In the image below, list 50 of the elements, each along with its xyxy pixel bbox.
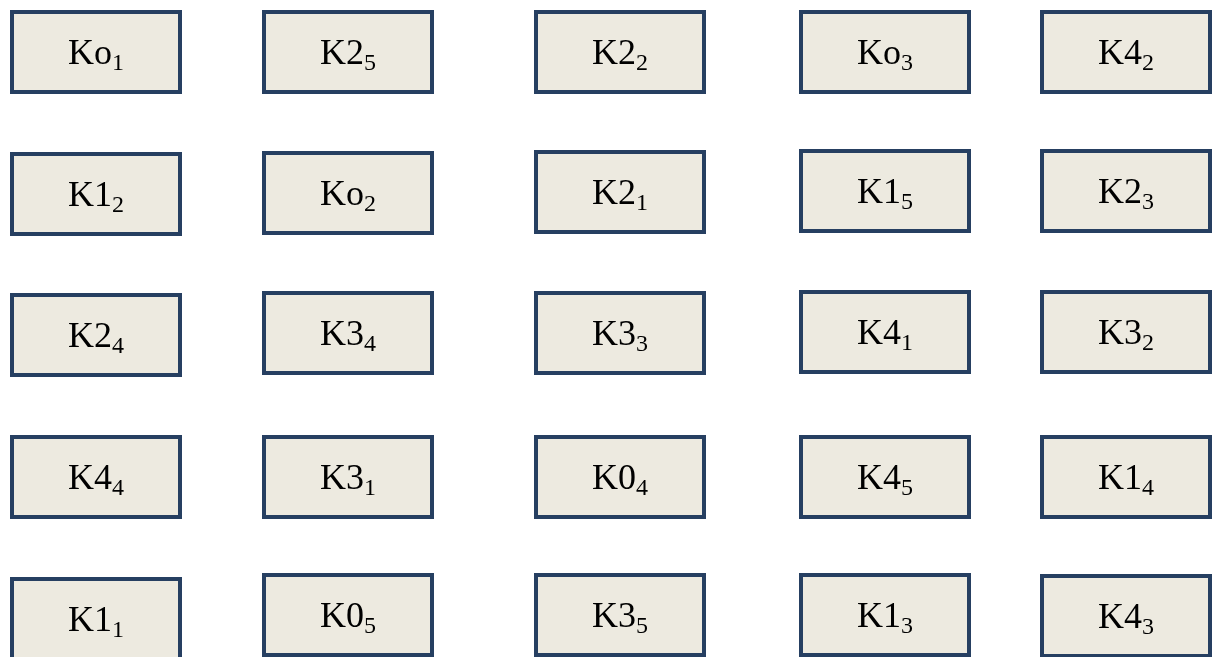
label-box [262,151,434,235]
box-label: K2$_{1}$ [592,174,648,210]
box-label: K3$_{3}$ [592,315,648,351]
box-label: K2$_{4}$ [68,317,124,353]
label-box [262,10,434,94]
box-label: K3$_{1}$ [320,459,376,495]
label-box [10,10,182,94]
box-label: K4$_{3}$ [1098,598,1154,634]
box-label: K1$_{1}$ [68,601,124,637]
label-box [10,293,182,377]
label-box [799,10,971,94]
box-label: K1$_{3}$ [857,597,913,633]
label-box [799,435,971,519]
label-box [262,291,434,375]
label-box [10,152,182,236]
box-label: K0$_{4}$ [592,459,648,495]
label-box [534,150,706,234]
label-box [10,577,182,657]
label-box [1040,290,1212,374]
label-box [534,573,706,657]
label-box [1040,435,1212,519]
box-label: K3$_{4}$ [320,315,376,351]
box-label: K0$_{5}$ [320,597,376,633]
box-label: K4$_{5}$ [857,459,913,495]
label-box [534,10,706,94]
label-box [799,290,971,374]
box-label: K4$_{1}$ [857,314,913,350]
box-label: K4$_{2}$ [1098,34,1154,70]
box-label: K1$_{2}$ [68,176,124,212]
label-box [262,435,434,519]
box-label: K1$_{4}$ [1098,459,1154,495]
label-box [1040,574,1212,657]
box-label: K2$_{5}$ [320,34,376,70]
label-box [799,573,971,657]
label-box [1040,149,1212,233]
label-box [534,291,706,375]
box-label: K3$_{2}$ [1098,314,1154,350]
box-label: K3$_{5}$ [592,597,648,633]
label-box [1040,10,1212,94]
label-box [534,435,706,519]
box-label: K2$_{2}$ [592,34,648,70]
label-box [262,573,434,657]
box-label: Ko$_{1}$ [68,34,124,70]
box-label: Ko$_{3}$ [857,34,913,70]
box-label: Ko$_{2}$ [320,175,376,211]
box-label: K1$_{5}$ [857,173,913,209]
label-box [10,435,182,519]
box-label: K2$_{3}$ [1098,173,1154,209]
label-box [799,149,971,233]
box-label: K4$_{4}$ [68,459,124,495]
